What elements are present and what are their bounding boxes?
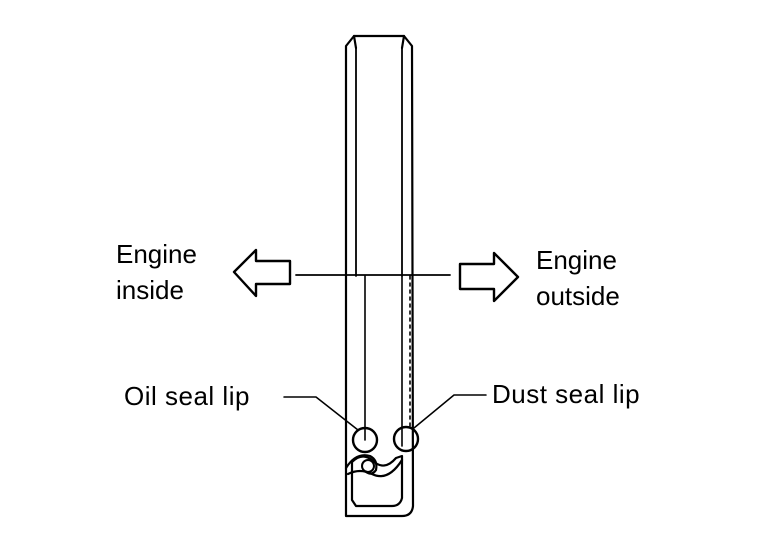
- oil-seal-lip-circle: [351, 426, 379, 454]
- arrow-left-icon: [232, 248, 292, 298]
- oil-seal-leader: [283, 396, 359, 431]
- dust-seal-lip-circle: [392, 425, 420, 453]
- seal-inner-cavity: [350, 454, 404, 508]
- engine-inside-line2: inside: [116, 275, 184, 305]
- seal-bevel-left: [352, 34, 358, 50]
- oil-seal-lip-label: Oil seal lip: [124, 381, 250, 411]
- seal-body-outline: [344, 34, 415, 518]
- dust-seal-leader: [413, 394, 487, 429]
- dust-seal-lip-label: Dust seal lip: [492, 379, 641, 409]
- engine-inside-label: Engine inside: [116, 236, 197, 308]
- engine-outside-line1: Engine: [536, 245, 617, 275]
- engine-outside-label: Engine outside: [536, 242, 620, 314]
- lip-curve: [346, 458, 404, 478]
- arrow-right-icon: [458, 251, 520, 303]
- engine-outside-line2: outside: [536, 281, 620, 311]
- engine-inside-line1: Engine: [116, 239, 197, 269]
- seal-bevel-right: [400, 34, 406, 50]
